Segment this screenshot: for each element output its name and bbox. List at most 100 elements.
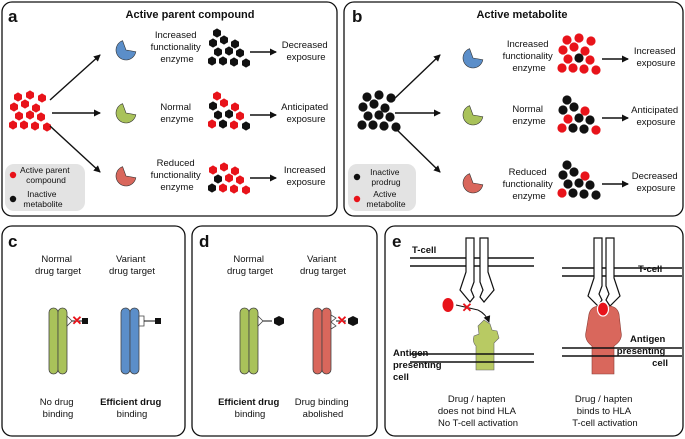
a-start-molecules xyxy=(9,90,51,132)
b-molecules-row2 xyxy=(557,95,601,135)
molecule xyxy=(31,121,39,131)
e-right-drug-icon xyxy=(596,301,610,317)
molecule xyxy=(225,109,233,119)
molecule xyxy=(579,64,589,74)
b-arrow-top xyxy=(392,54,441,101)
panel-a-frame xyxy=(1,1,338,217)
molecule xyxy=(580,106,590,116)
molecule xyxy=(362,92,372,102)
molecule xyxy=(557,188,567,198)
panel-e: e T-cell ✕ Antigen presenting cell Drug … xyxy=(384,225,684,437)
c-left-title: Normal drug target xyxy=(35,254,81,277)
molecule xyxy=(568,188,578,198)
b-outcome-label-2: Anticipated exposure xyxy=(631,105,681,128)
molecule xyxy=(568,63,578,73)
molecule xyxy=(225,173,233,183)
molecule xyxy=(568,123,578,133)
molecule xyxy=(579,124,589,134)
molecule xyxy=(558,170,568,180)
molecule xyxy=(236,48,244,58)
panel-a-letter: a xyxy=(8,7,18,26)
a-enzyme-increased-icon xyxy=(112,37,139,64)
molecule xyxy=(209,38,217,48)
a-legend: Active parent compound Inactive metaboli… xyxy=(5,164,85,211)
panel-e-frame xyxy=(384,225,684,437)
b-legend-red-label: Active metabolite xyxy=(366,189,405,209)
c-block-x-icon: ✕ xyxy=(72,313,83,328)
panel-d: d Normal drug target Variant drug target… xyxy=(191,225,378,437)
molecule xyxy=(220,98,228,108)
molecule xyxy=(562,95,572,105)
molecule xyxy=(10,102,18,112)
a-enzyme-label-1: Increased functionality enzyme xyxy=(151,30,204,65)
panel-b-frame xyxy=(343,1,684,217)
b-enzyme-label-3: Reduced functionality enzyme xyxy=(503,167,556,202)
b-legend: Inactive prodrug Active metabolite xyxy=(348,164,416,211)
d-block-x-icon: ✕ xyxy=(337,313,348,328)
panel-c-frame xyxy=(1,225,186,437)
a-molecules-row3 xyxy=(208,162,250,195)
b-molecules-row1 xyxy=(557,33,601,75)
b-enzyme-label-2: Normal enzyme xyxy=(512,104,545,127)
molecule xyxy=(557,123,567,133)
molecule xyxy=(574,53,584,63)
b-legend-black-label: Inactive prodrug xyxy=(370,167,402,187)
e-left-hla-icon xyxy=(410,319,534,371)
molecule xyxy=(558,45,568,55)
molecule xyxy=(230,184,238,194)
molecule xyxy=(208,56,216,66)
molecule xyxy=(236,175,244,185)
molecule xyxy=(231,39,239,49)
molecule xyxy=(219,56,227,66)
b-outcome-label-1: Increased exposure xyxy=(634,46,678,69)
molecule xyxy=(591,125,601,135)
molecule xyxy=(230,120,238,130)
molecule xyxy=(213,91,221,101)
molecule xyxy=(380,103,390,113)
e-left-arrow xyxy=(477,309,491,323)
molecule xyxy=(385,112,395,122)
molecule xyxy=(574,33,584,43)
c-normal-target-icon xyxy=(48,307,88,375)
a-legend-red-label: Active parent compound xyxy=(20,165,72,185)
molecule xyxy=(562,160,572,170)
molecule xyxy=(37,112,45,122)
b-arrow-bottom xyxy=(392,125,441,173)
e-left-apc-label: Antigen presenting cell xyxy=(393,348,444,383)
b-outcome-label-3: Decreased exposure xyxy=(632,171,681,194)
molecule xyxy=(26,110,34,120)
panel-a-title: Active parent compound xyxy=(126,9,255,21)
e-left-drug-icon xyxy=(442,298,454,312)
molecule xyxy=(585,115,595,125)
a-legend-black-dot xyxy=(9,195,17,203)
molecule xyxy=(574,178,584,188)
molecule xyxy=(214,110,222,120)
molecule xyxy=(357,120,367,130)
panel-c-letter: c xyxy=(8,232,17,251)
c-variant-target-icon xyxy=(120,307,161,375)
molecule xyxy=(374,110,384,120)
panel-e-letter: e xyxy=(392,232,401,251)
molecule xyxy=(209,101,217,111)
molecule xyxy=(220,35,228,45)
molecule xyxy=(574,113,584,123)
b-legend-black-dot xyxy=(353,173,361,181)
a-outcome-label-3: Increased exposure xyxy=(284,165,328,188)
panel-b: b Active metabolite Increased functional… xyxy=(343,1,684,217)
d-right-caption: Drug binding abolished xyxy=(295,397,352,420)
molecule xyxy=(236,111,244,121)
molecule xyxy=(214,47,222,57)
a-outcome-label-1: Decreased exposure xyxy=(282,40,331,63)
e-right-apc-label: Antigen presenting cell xyxy=(617,334,668,369)
molecule xyxy=(32,103,40,113)
a-legend-red-dot xyxy=(9,171,17,179)
molecule xyxy=(219,183,227,193)
molecule xyxy=(563,179,573,189)
a-molecules-row2 xyxy=(208,91,250,131)
molecule xyxy=(563,54,573,64)
molecule xyxy=(585,180,595,190)
molecule xyxy=(374,90,384,100)
molecule xyxy=(580,171,590,181)
molecule xyxy=(358,102,368,112)
d-variant-target-icon xyxy=(312,307,358,375)
